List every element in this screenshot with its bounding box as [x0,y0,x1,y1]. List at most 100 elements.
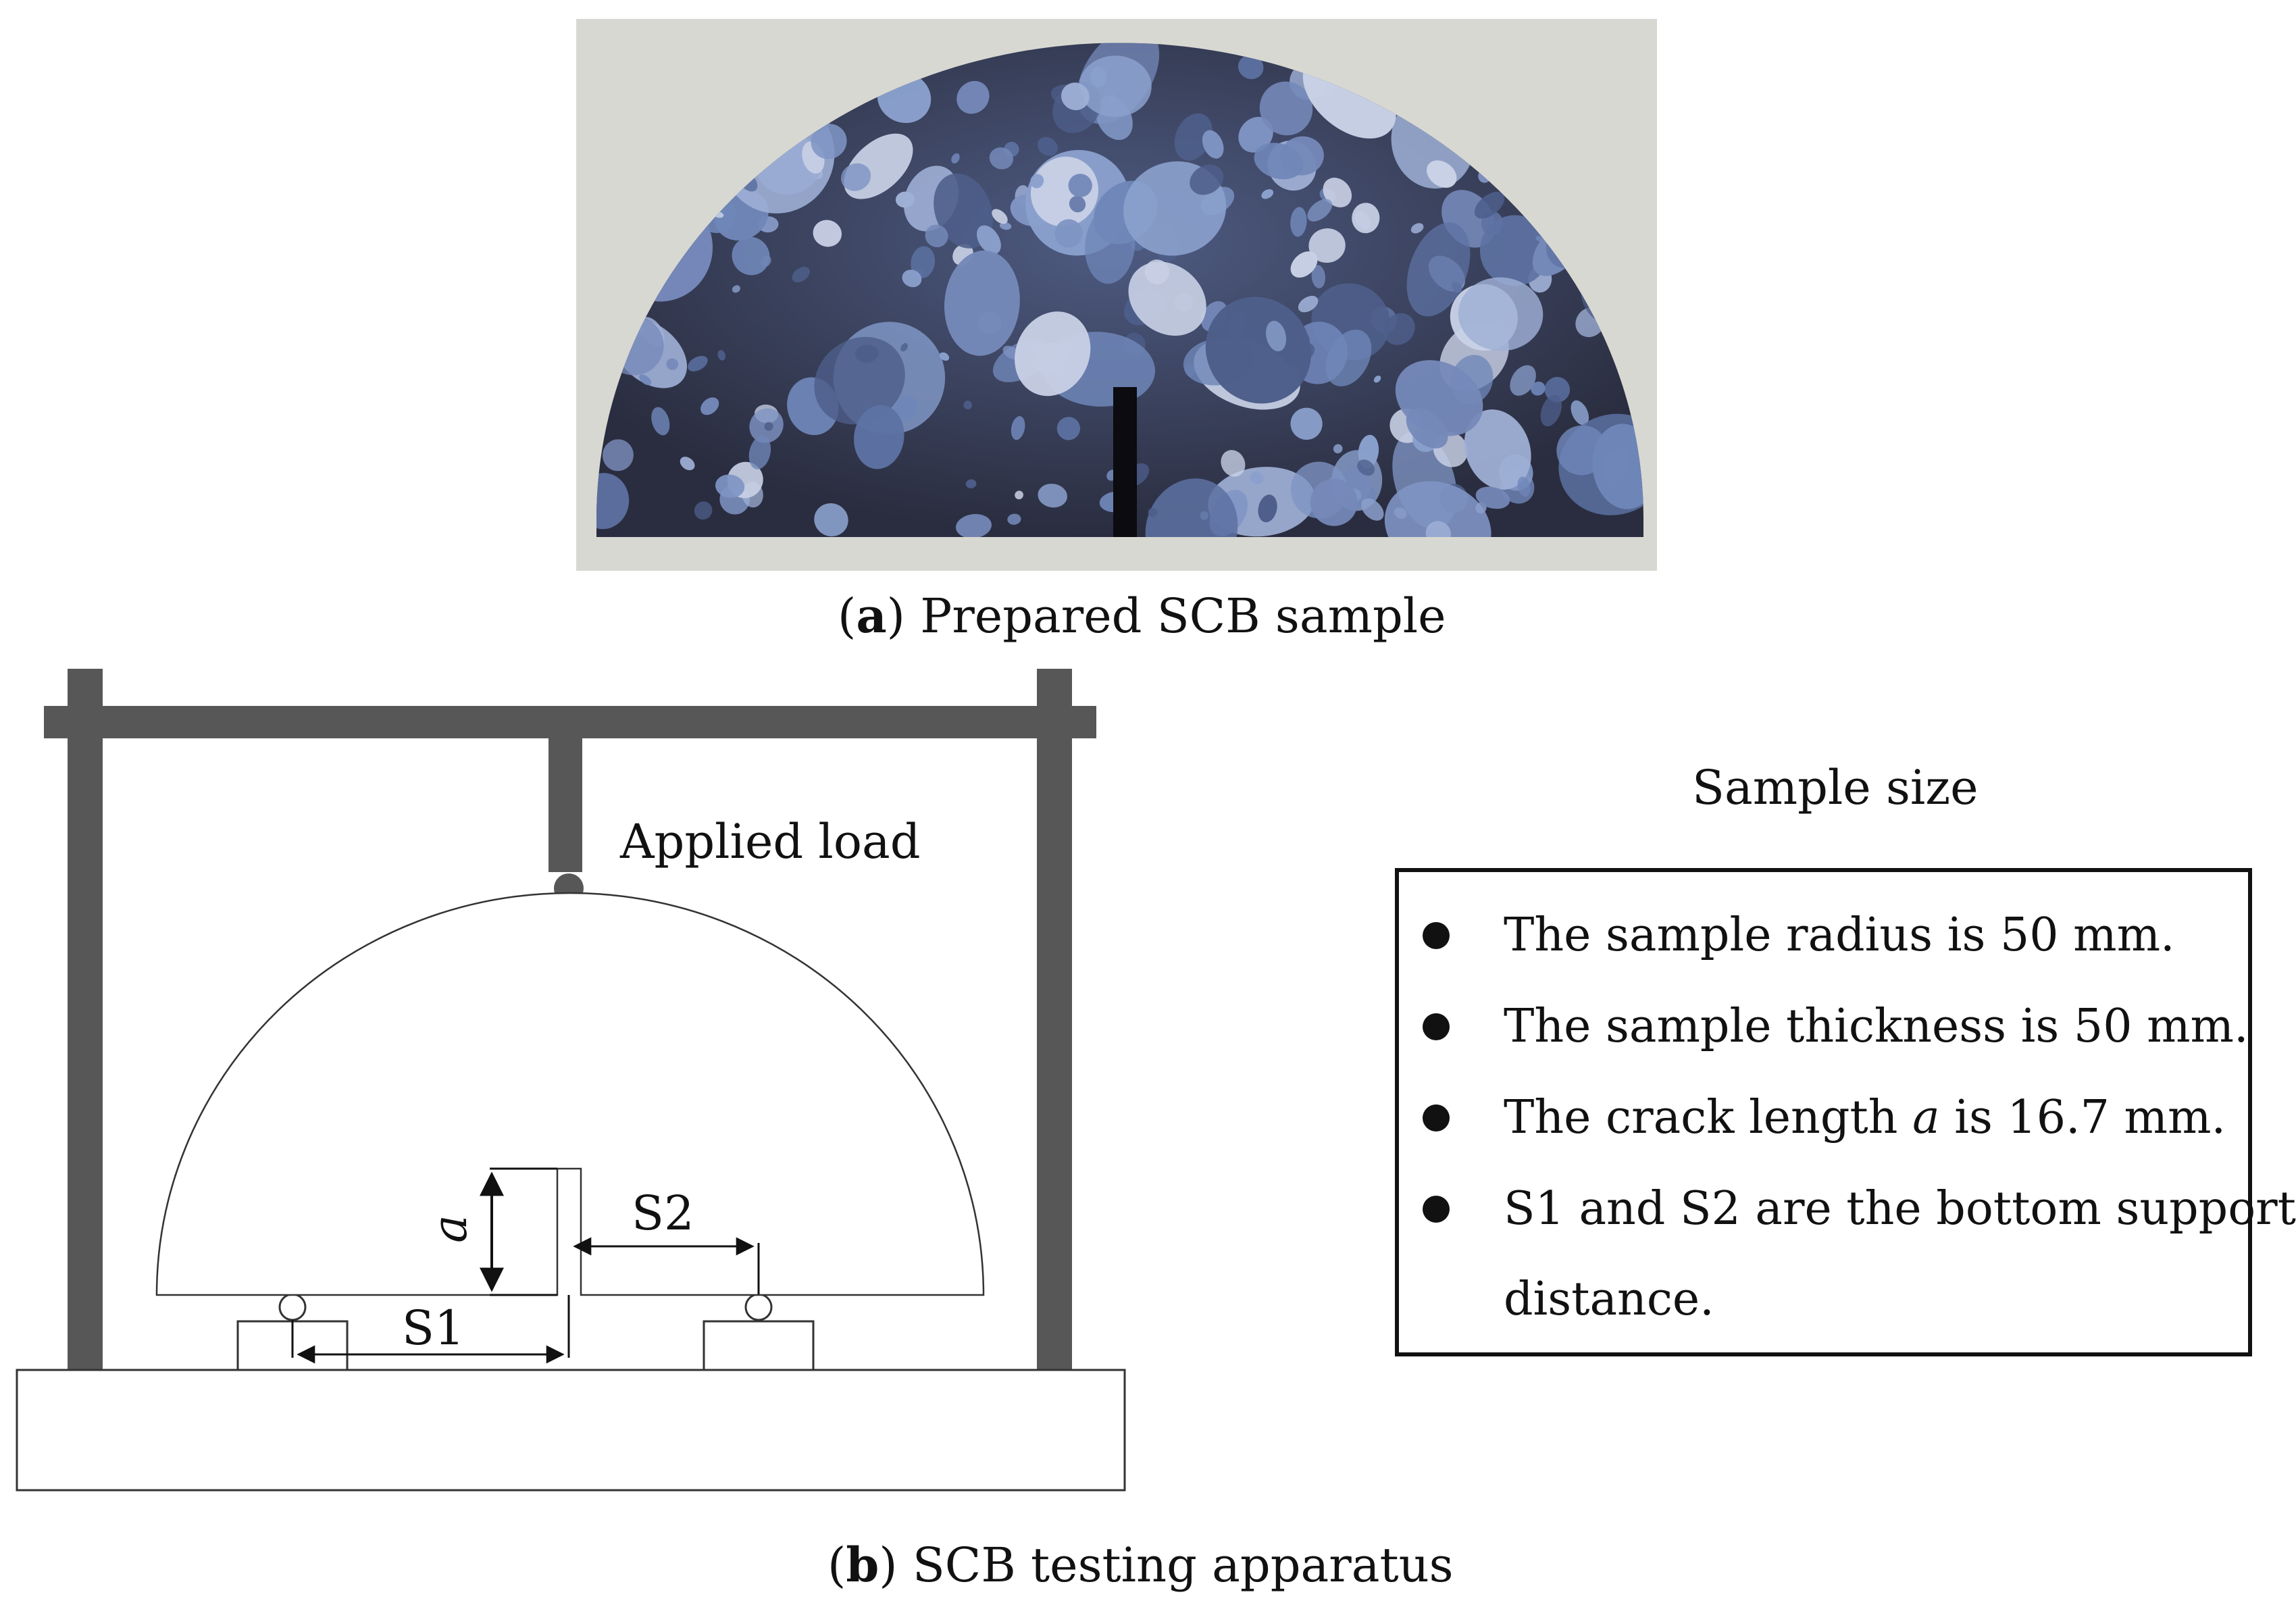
aggregate-particle [761,255,771,267]
aggregate-particle [1395,360,1483,436]
aggregate-particle [1030,174,1044,188]
aggregate-particle [1128,261,1206,336]
aggregate-particle [1007,513,1021,525]
frame-left-post [68,669,103,1371]
aggregate-particle [1531,381,1546,396]
aggregate-particle [792,266,810,282]
caption-b-text: SCB testing apparatus [912,1537,1454,1593]
aggregate-particle [992,209,1008,224]
aggregate-particle [700,397,719,415]
aggregate-particle [951,153,960,164]
aggregate-particle [1352,203,1380,234]
aggregate-particle [1373,375,1381,383]
aggregate-particle [1221,450,1246,477]
aggregate-particle [1258,494,1277,523]
apparatus-diagram: Applied load S1 S2 a [0,662,1148,1513]
aggregate-particle [1266,320,1287,352]
aggregate-particle [1333,444,1343,454]
aggregate-particle [956,513,992,537]
aggregate-particle [1556,425,1608,476]
aggregate-particle [1474,191,1505,219]
aggregate-particle [688,355,708,372]
aggregate-particle [814,336,905,425]
aggregate-particle [1038,484,1068,508]
aggregate-particle [1406,222,1471,317]
aggregate-particle [1540,395,1562,427]
sample-size-heading: Sample size [1692,760,1979,815]
aggregate-particle [939,352,950,361]
aggregate-particle [1323,178,1352,207]
aggregate-particle [1464,409,1531,490]
aggregate-particle [1090,66,1107,87]
aggregate-particle [811,124,847,159]
aggregate-particle [666,358,679,370]
aggregate-particle [717,350,725,361]
aggregate-particle [1298,295,1319,313]
aggregate-particle [1254,143,1304,180]
roller-right [744,1293,773,1321]
aggregate-particle [1307,199,1333,222]
aggregate-particle [1361,498,1384,521]
aggregate-particle [1308,228,1346,263]
aggregate-particle [602,439,634,472]
aggregate-particle [944,250,1020,356]
aggregate-particle [1259,81,1313,136]
aggregate-particle [1238,55,1264,80]
aggregate-particle [1510,365,1536,396]
aggregate-particle [895,191,915,208]
aggregate-particle [999,222,1012,230]
aggregate-particle [1145,478,1238,537]
caption-a-letter: a [856,588,887,644]
sample-photo [576,19,1657,571]
aggregate-particle [1148,507,1158,517]
aggregate-particle [956,80,990,114]
aggregate-particle [1250,471,1264,484]
aggregate-particle [1357,459,1375,476]
aggregate-particle [1079,55,1152,118]
support-right [703,1320,815,1371]
aggregate-particle [1061,82,1090,111]
aggregate-particle [1310,478,1358,526]
aggregate-particle [694,501,713,520]
applied-load-label: Applied load [619,814,921,869]
aggregate-particle [1475,486,1510,509]
frame-right-post [1037,669,1072,1371]
aggregate-particle [1015,490,1023,500]
load-plunger [549,738,582,872]
caption-a: (a) Prepared SCB sample [838,588,1446,644]
aggregate-particle [1174,113,1213,161]
aggregate-particle [813,220,842,247]
base-plate [16,1369,1126,1492]
aggregate-particle [1325,329,1372,386]
aggregate-particle [1458,277,1544,351]
aggregate-particle [732,285,740,293]
aggregate-particle [715,474,745,499]
aggregate-particle [1290,407,1323,440]
aggregate-particle [1410,223,1424,234]
s2-label: S2 [632,1186,694,1241]
caption-a-text: Prepared SCB sample [920,588,1446,644]
roller-left [278,1293,307,1321]
caption-b-letter: b [846,1537,879,1593]
aggregate-particle [1261,189,1274,199]
aggregate-particle [1015,311,1091,397]
aggregate-particle [1426,160,1457,188]
aggregate-particle [1037,136,1058,156]
aggregate-particle [1068,174,1092,197]
aggregate-particle [1290,207,1307,237]
aggregate-particle [894,397,918,419]
aggregate-particle [900,342,908,352]
caption-b: (b) SCB testing apparatus [827,1537,1454,1593]
aggregate-particle [1205,297,1312,404]
aggregate-particle [748,436,771,469]
aggregate-particle [1311,265,1325,288]
scb-specimen [155,892,985,1296]
aggregate-particle [732,236,770,276]
crack-symbol-label: a [422,1215,478,1243]
aggregate-particle [854,405,904,469]
aggregate-particle [976,225,1001,255]
aggregate-particle [1383,313,1415,345]
s1-label: S1 [402,1300,465,1356]
aggregate-particle [963,401,973,409]
aggregate-particle [925,224,948,248]
